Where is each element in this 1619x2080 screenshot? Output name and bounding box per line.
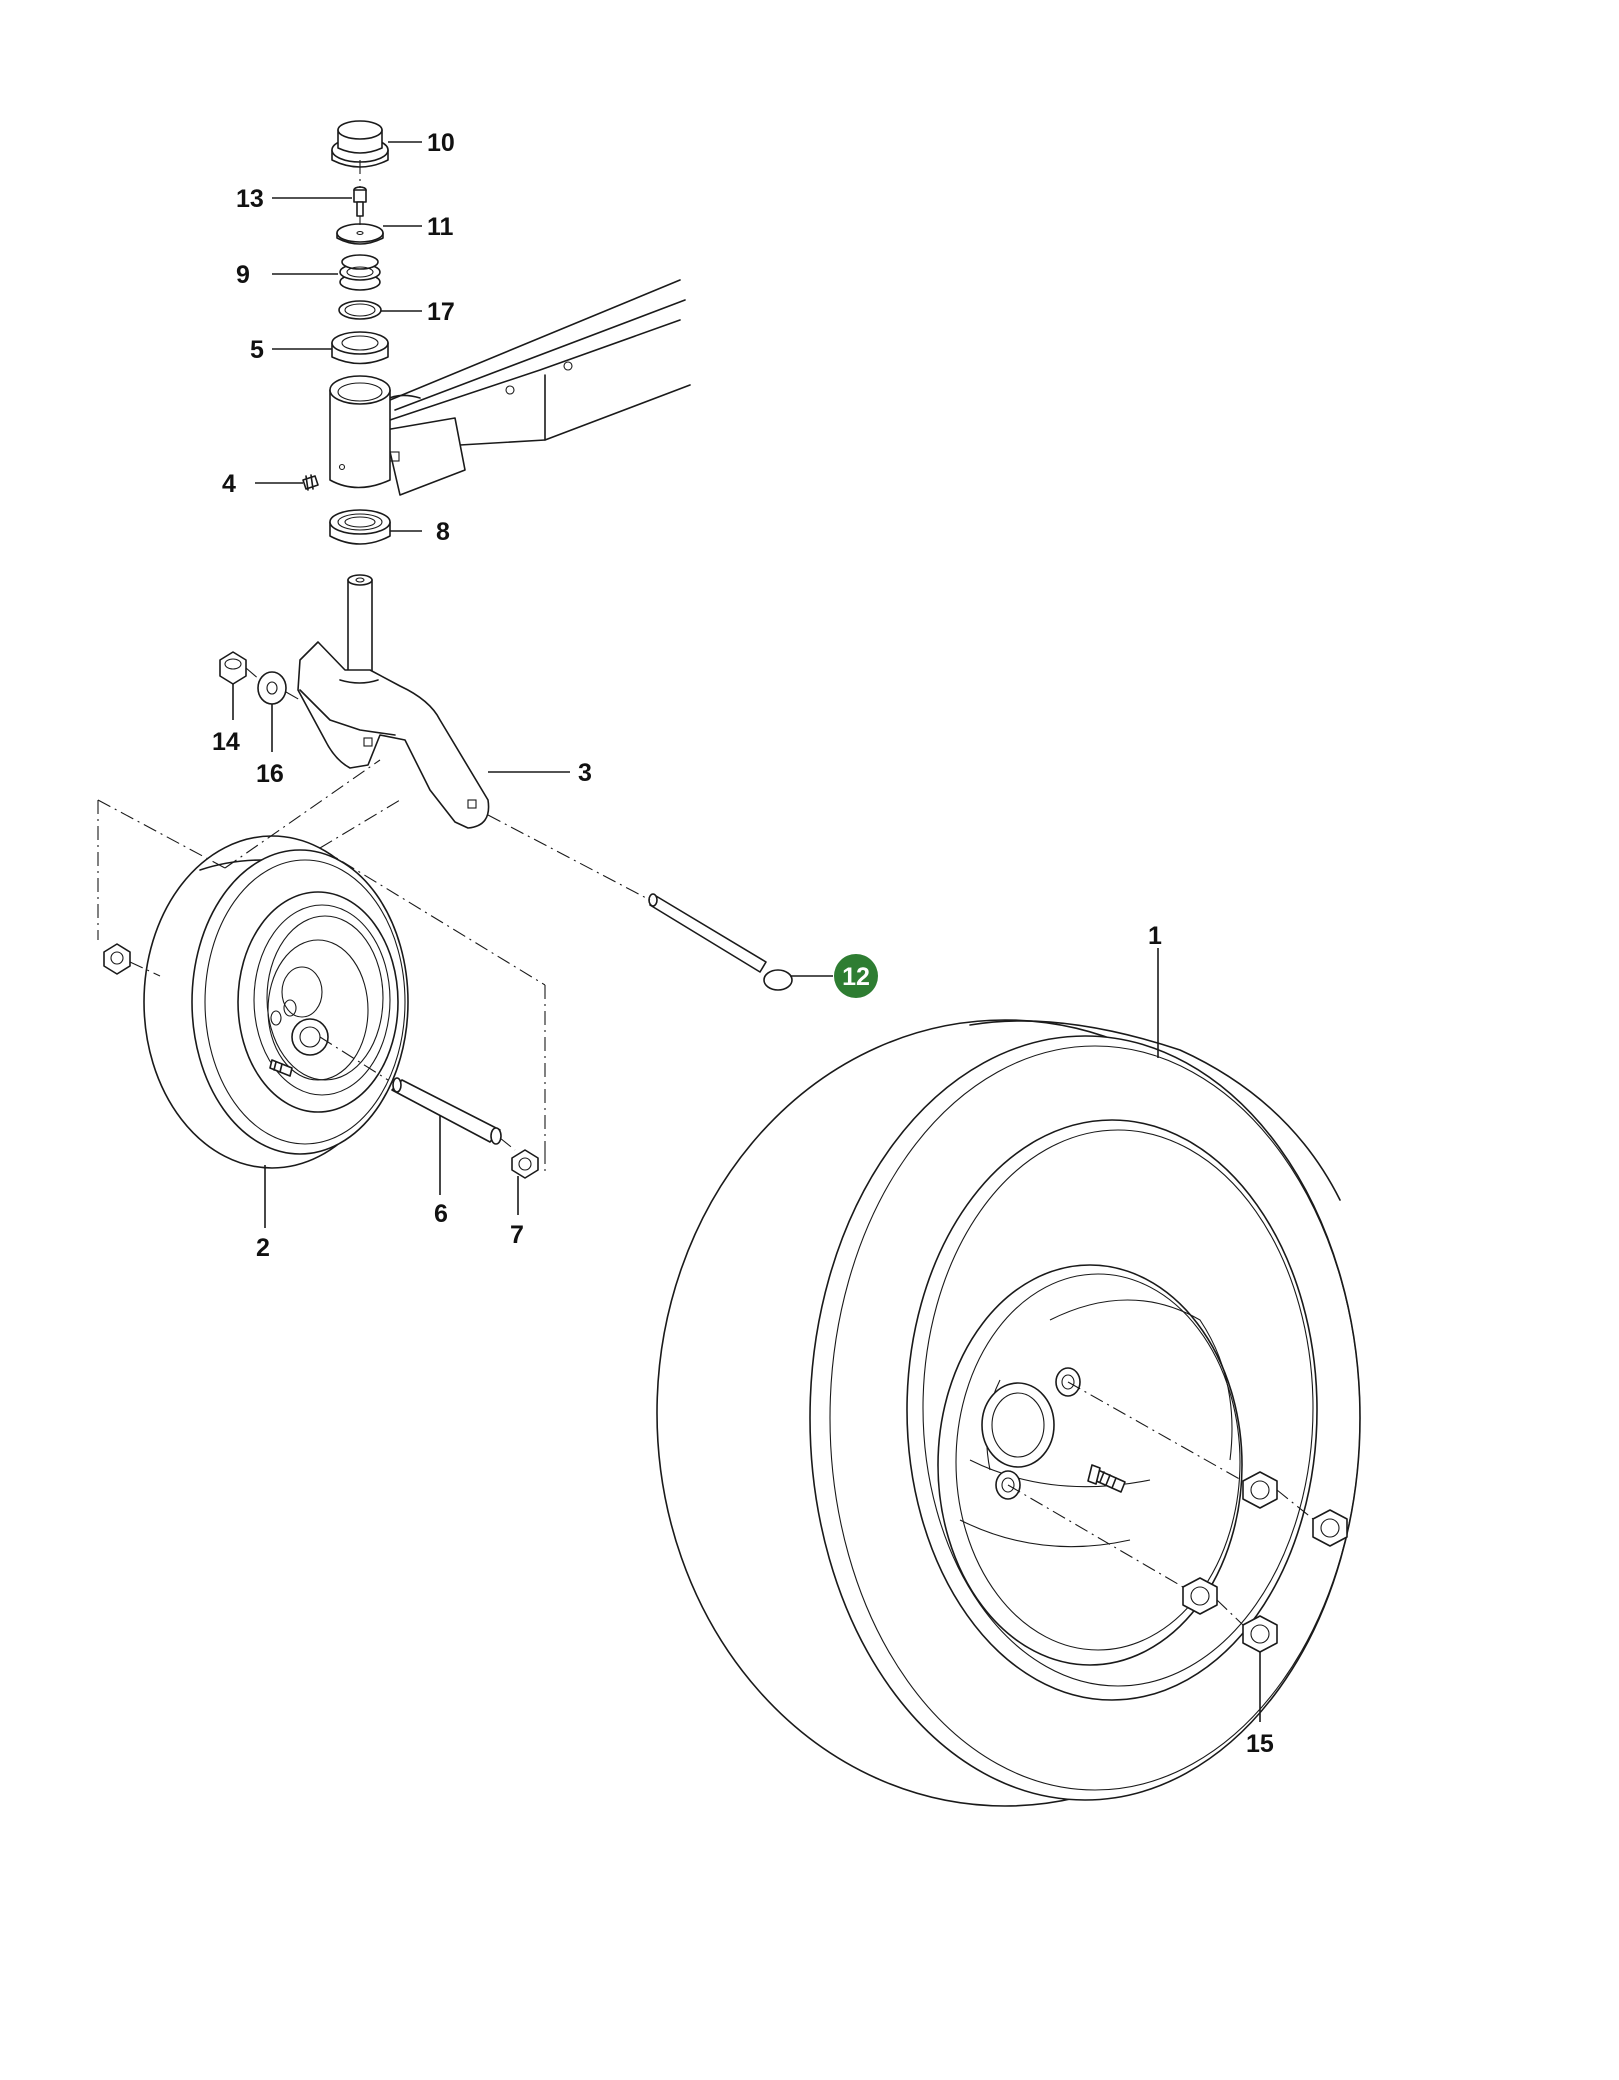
- lug-nuts: [1182, 1471, 1348, 1653]
- callout-9[interactable]: 9: [236, 261, 250, 289]
- lug-nut: [1242, 1471, 1278, 1509]
- callout-8[interactable]: 8: [436, 518, 450, 546]
- lug-nut: [1312, 1509, 1348, 1547]
- spindle-tube: [329, 375, 391, 489]
- fork-nut: [219, 651, 247, 685]
- callout-12-badge[interactable]: [834, 954, 878, 998]
- drive-wheel: [656, 1019, 1361, 1807]
- seal-set: [339, 254, 381, 291]
- retaining-ring: [338, 300, 382, 320]
- callout-10[interactable]: 10: [427, 129, 455, 157]
- callout-12[interactable]: 12: [842, 963, 870, 991]
- callout-14[interactable]: 14: [212, 728, 240, 756]
- callout-11[interactable]: 11: [427, 213, 454, 241]
- caster-pin: [648, 893, 793, 991]
- lug-nut: [1242, 1615, 1278, 1653]
- lug-nut: [1182, 1577, 1218, 1615]
- callout-13[interactable]: 13: [236, 185, 264, 213]
- leader-lines: [232, 141, 1261, 1722]
- callout-6[interactable]: 6: [434, 1200, 448, 1228]
- axle-spacer: [391, 1077, 502, 1145]
- callout-3[interactable]: 3: [578, 759, 592, 787]
- highlighted-callout-12[interactable]: 12: [834, 954, 878, 998]
- washer-11: [336, 223, 384, 245]
- callout-2[interactable]: 2: [256, 1234, 270, 1262]
- fork-washer: [257, 671, 287, 705]
- dust-cap: [331, 120, 389, 168]
- callout-1[interactable]: 1: [1148, 922, 1162, 950]
- callout-4[interactable]: 4: [222, 470, 236, 498]
- caster-fork: [297, 574, 490, 829]
- callout-5[interactable]: 5: [250, 336, 264, 364]
- callout-labels: 1 2 3 4 5 6 7 8 9 10 11 13 14 15 16 17: [212, 129, 1274, 1758]
- callout-16[interactable]: 16: [256, 760, 284, 788]
- axle-bushing: [511, 1149, 539, 1179]
- upper-bearing: [331, 331, 389, 365]
- callout-7[interactable]: 7: [510, 1221, 524, 1249]
- callout-15[interactable]: 15: [1246, 1730, 1274, 1758]
- caster-wheel: [143, 835, 409, 1169]
- caster-nut: [103, 943, 131, 975]
- assembly-lines: [97, 160, 1314, 1626]
- callout-17[interactable]: 17: [427, 298, 455, 326]
- grease-fitting: [302, 474, 319, 491]
- lower-bearing: [329, 509, 391, 545]
- small-bolt: [353, 186, 367, 217]
